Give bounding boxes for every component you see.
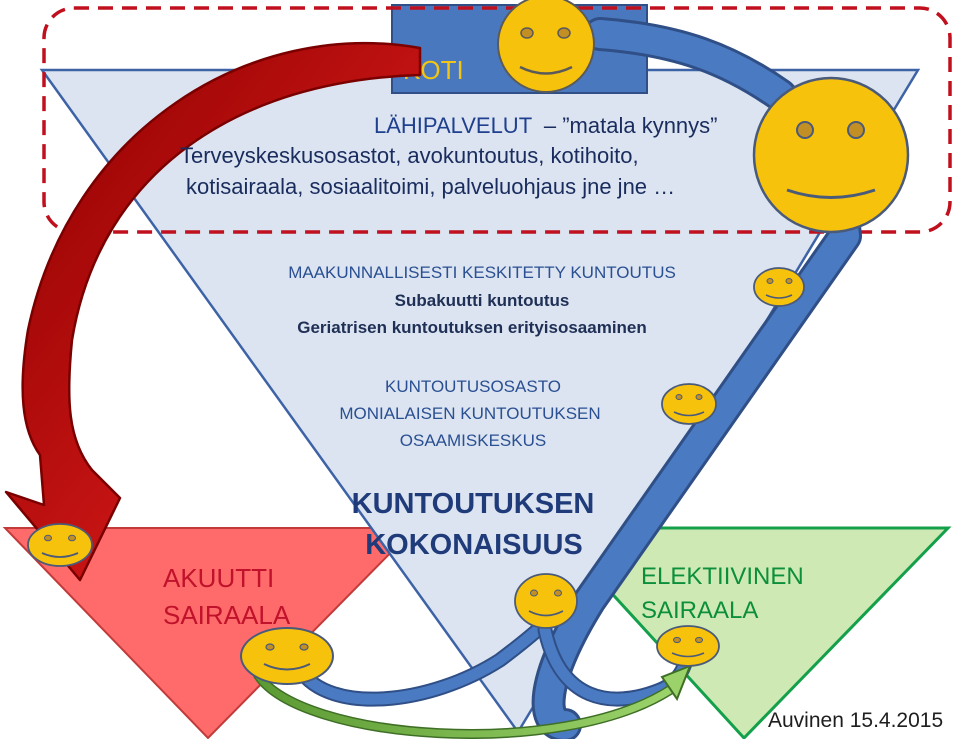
smiley-regional-icon <box>753 267 805 307</box>
ward-line-3: OSAAMISKESKUS <box>400 431 546 450</box>
home-services-dashed-border <box>42 6 952 234</box>
smiley-koti-icon <box>497 0 595 93</box>
lahipalvelut-title: LÄHIPALVELUT – ”matala kynnys” <box>374 113 718 138</box>
smiley-acute-entry-icon <box>27 523 93 567</box>
smiley-acute-exit-icon <box>240 627 334 685</box>
whole-line-1: KUNTOUTUKSEN <box>352 488 595 520</box>
smiley-large-icon <box>752 76 910 234</box>
ward-line-2: MONIALAISEN KUNTOUTUKSEN <box>339 404 600 423</box>
ward-line-1: KUNTOUTUSOSASTO <box>385 377 561 396</box>
credit-text: Auvinen 15.4.2015 <box>768 709 943 732</box>
smiley-ward-icon <box>661 383 717 425</box>
whole-line-2: KOKONAISUUS <box>365 529 583 561</box>
acute-line-1: AKUUTTI <box>163 563 274 593</box>
smiley-elective-icon <box>656 625 720 667</box>
lahipalvelut-line-1: Terveyskeskusosastot, avokuntoutus, koti… <box>180 143 639 168</box>
elective-hospital-triangle <box>548 526 952 739</box>
smiley-rehab-bottom-icon <box>514 573 578 629</box>
elective-line-1: ELEKTIIVINEN <box>641 563 804 590</box>
blue-acute-to-rehab-path-inner <box>294 604 564 705</box>
red-admission-arrow <box>4 41 422 582</box>
lahipalvelut-line-2: kotisairaala, sosiaalitoimi, palveluohja… <box>186 174 675 199</box>
elective-line-2: SAIRAALA <box>641 597 758 624</box>
regional-line-1: MAAKUNNALLISESTI KESKITETTY KUNTOUTUS <box>288 263 676 282</box>
regional-line-3: Geriatrisen kuntoutuksen erityisosaamine… <box>297 318 647 337</box>
acute-line-2: SAIRAALA <box>163 600 291 630</box>
regional-line-2: Subakuutti kuntoutus <box>395 291 570 310</box>
green-transfer-arrow <box>254 671 674 738</box>
green-arrow-head <box>660 664 692 702</box>
